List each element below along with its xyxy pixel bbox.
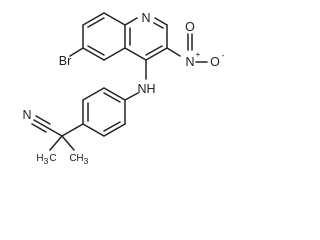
bond-c5-c4a (103, 47, 126, 61)
atom-label-methyl-left-sub: 3 (44, 156, 49, 166)
bond-c6-br (69, 47, 84, 57)
bond-c6-c5 (82, 47, 105, 61)
atom-label-amine-n: N (137, 82, 146, 96)
bond-c8a-c8 (103, 12, 126, 26)
atom-label-ring-nitrogen: N (141, 11, 150, 25)
bond-c3-c4-inner (145, 45, 163, 56)
bond-cq-methyl-right (61, 135, 75, 151)
bond-c3-c4 (145, 47, 168, 61)
atom-label-methyl-right-sub: 3 (84, 156, 89, 166)
bond-ar5-ar6 (103, 123, 126, 137)
atom-label-nitro-o-top: O (185, 20, 195, 34)
atom-label-methyl-right-c: C (69, 153, 76, 164)
bond-cq-methyl-left (49, 135, 63, 151)
atom-label-amine-h: H (146, 82, 155, 96)
bond-c8-c7 (82, 12, 105, 26)
bond-nitrile-1 (33, 119, 49, 129)
bond-c4-c4a (124, 47, 147, 61)
atom-label-bromine: Br (59, 54, 72, 68)
bond-n1-c2 (154, 17, 168, 26)
atom-label-methyl-right-h: H (76, 153, 83, 164)
chemical-structure: N Br N + O O - N H N H 3 C C H 3 (22, 11, 224, 166)
bond-n1-c2-inner (153, 22, 164, 29)
bond-c3-n-nitro (166, 47, 181, 57)
bond-cq-cn (47, 127, 63, 137)
atom-label-nitro-o-right: O (210, 55, 220, 69)
bond-ar1-ar2-inner (103, 92, 121, 103)
bond-c6-c5-inner (87, 45, 105, 56)
bond-ar5-ar6-inner (103, 121, 121, 132)
bond-c8a-n1 (124, 17, 138, 26)
atom-labels: N Br N + O O - N H N H 3 C C H 3 (22, 11, 224, 166)
atom-charge-nitro-o: - (222, 50, 225, 60)
bonds (31, 12, 208, 151)
bond-nitrile-3 (31, 123, 47, 133)
bond-ar4-ar5 (82, 123, 105, 137)
bond-ar1-ar2 (103, 87, 126, 101)
atom-label-nitrile-n: N (22, 108, 31, 122)
bond-nitrile-2 (35, 115, 51, 125)
atom-label-nitro-n: N (185, 55, 194, 69)
bond-ar2-ar3 (82, 87, 105, 101)
bond-nh-aryl (124, 92, 139, 101)
bond-c8-c7-inner (87, 17, 105, 28)
atom-label-methyl-left-h: H (36, 153, 43, 164)
bond-aryl-cq (61, 123, 84, 137)
atom-label-methyl-left-c: C (49, 153, 56, 164)
atom-charge-nitro-n: + (196, 49, 201, 59)
